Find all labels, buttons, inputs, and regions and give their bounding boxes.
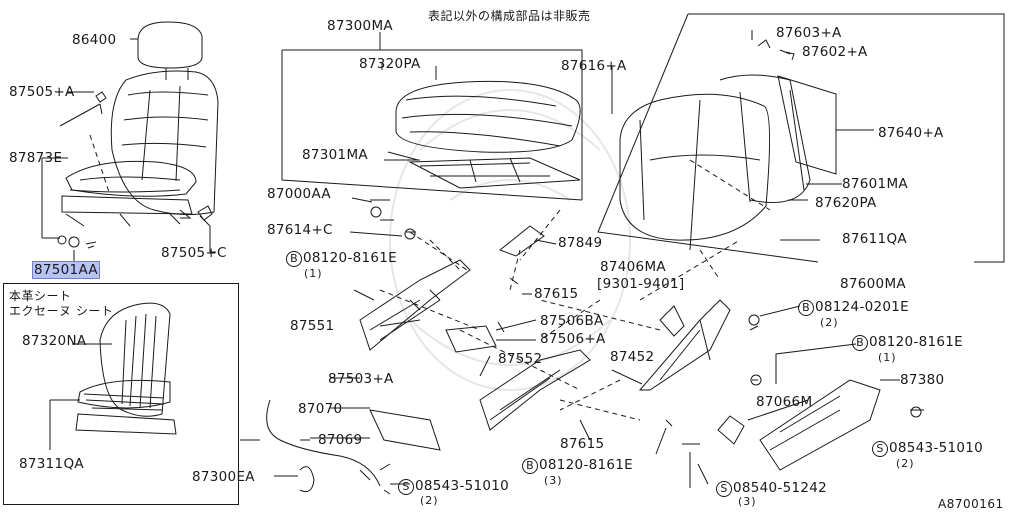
part-label-86400[interactable]: 86400 (72, 32, 117, 48)
inset-seat-drawing (49, 302, 177, 450)
part-label-87380[interactable]: 87380 (900, 372, 945, 388)
inset-leather-seat-box (3, 283, 239, 505)
bolt-qty-08120-c: (3) (544, 474, 563, 487)
part-label-87601ma[interactable]: 87601MA (842, 176, 908, 192)
cushion-drawing (281, 49, 583, 201)
watermark-emblem (389, 89, 631, 391)
part-label-87406ma[interactable]: 87406MA (600, 259, 666, 275)
part-label-87849[interactable]: 87849 (558, 235, 603, 251)
inset-title-ecsaine: エクセーヌ シート (9, 304, 114, 318)
part-label-87611qa[interactable]: 87611QA (842, 231, 907, 247)
inset-title-leather: 本革シート (9, 289, 72, 303)
part-label-87615-b[interactable]: 87615 (560, 436, 605, 452)
part-label-87000aa[interactable]: 87000AA (267, 186, 331, 202)
part-label-87505a[interactable]: 87505+A (9, 84, 75, 100)
bolt-qty-08120-a: (1) (304, 267, 323, 280)
part-label-87603a[interactable]: 87603+A (776, 25, 842, 41)
part-label-87506ba[interactable]: 87506BA (540, 313, 604, 329)
assembly-guide-lines (89, 134, 771, 421)
part-label-87614c[interactable]: 87614+C (267, 222, 333, 238)
bolt-qty-08120-b: (1) (878, 351, 897, 364)
part-label-87615-a[interactable]: 87615 (534, 286, 579, 302)
part-label-87452[interactable]: 87452 (610, 349, 655, 365)
part-label-87066m[interactable]: 87066M (756, 394, 813, 410)
screw-symbol: S (872, 441, 888, 457)
screw-qty-08540: (3) (738, 495, 757, 508)
part-label-87640a[interactable]: 87640+A (878, 125, 944, 141)
part-label-87505c[interactable]: 87505+C (161, 245, 227, 261)
part-label-87320pa[interactable]: 87320PA (359, 56, 421, 72)
bolt-symbol: B (286, 251, 302, 267)
part-label-87320na[interactable]: 87320NA (22, 333, 87, 349)
part-label-87506a[interactable]: 87506+A (540, 331, 606, 347)
part-label-87300ea[interactable]: 87300EA (192, 469, 255, 485)
seat-assembly-drawing (41, 21, 219, 262)
backrest-drawing (597, 13, 1005, 263)
part-label-87602a[interactable]: 87602+A (802, 44, 868, 60)
header-note: 表記以外の構成部品は非販売 (428, 9, 591, 23)
seat-rails-drawing (353, 199, 591, 451)
part-label-87551[interactable]: 87551 (290, 318, 335, 334)
bolt-symbol: B (852, 335, 868, 351)
part-label-87300ma[interactable]: 87300MA (327, 18, 393, 34)
part-label-87311qa[interactable]: 87311QA (19, 456, 84, 472)
part-label-87069[interactable]: 87069 (318, 432, 363, 448)
part-label-87406ma-range: [9301-9401] (597, 276, 685, 292)
part-label-87501aa[interactable]: 87501AA (32, 261, 100, 279)
part-label-87620pa[interactable]: 87620PA (815, 195, 877, 211)
screw-qty-08543-a: (2) (896, 457, 915, 470)
screw-qty-08543-b: (2) (420, 494, 439, 507)
part-label-87070[interactable]: 87070 (298, 401, 343, 417)
bolt-symbol: B (522, 458, 538, 474)
part-label-87873e[interactable]: 87873E (9, 150, 63, 166)
part-label-87301ma[interactable]: 87301MA (302, 147, 368, 163)
recliner-parts-drawing (638, 299, 924, 471)
bolt-symbol: B (798, 300, 814, 316)
drawing-id: A8700161 (938, 497, 1004, 511)
harness-drawing (240, 399, 700, 495)
part-label-87600ma[interactable]: 87600MA (840, 276, 906, 292)
part-label-87503a[interactable]: 87503+A (328, 371, 394, 387)
bolt-qty-08124: (2) (820, 316, 839, 329)
screw-symbol: S (716, 481, 732, 497)
screw-symbol: S (398, 479, 414, 495)
part-label-87616a[interactable]: 87616+A (561, 58, 627, 74)
part-label-87552[interactable]: 87552 (498, 351, 543, 367)
